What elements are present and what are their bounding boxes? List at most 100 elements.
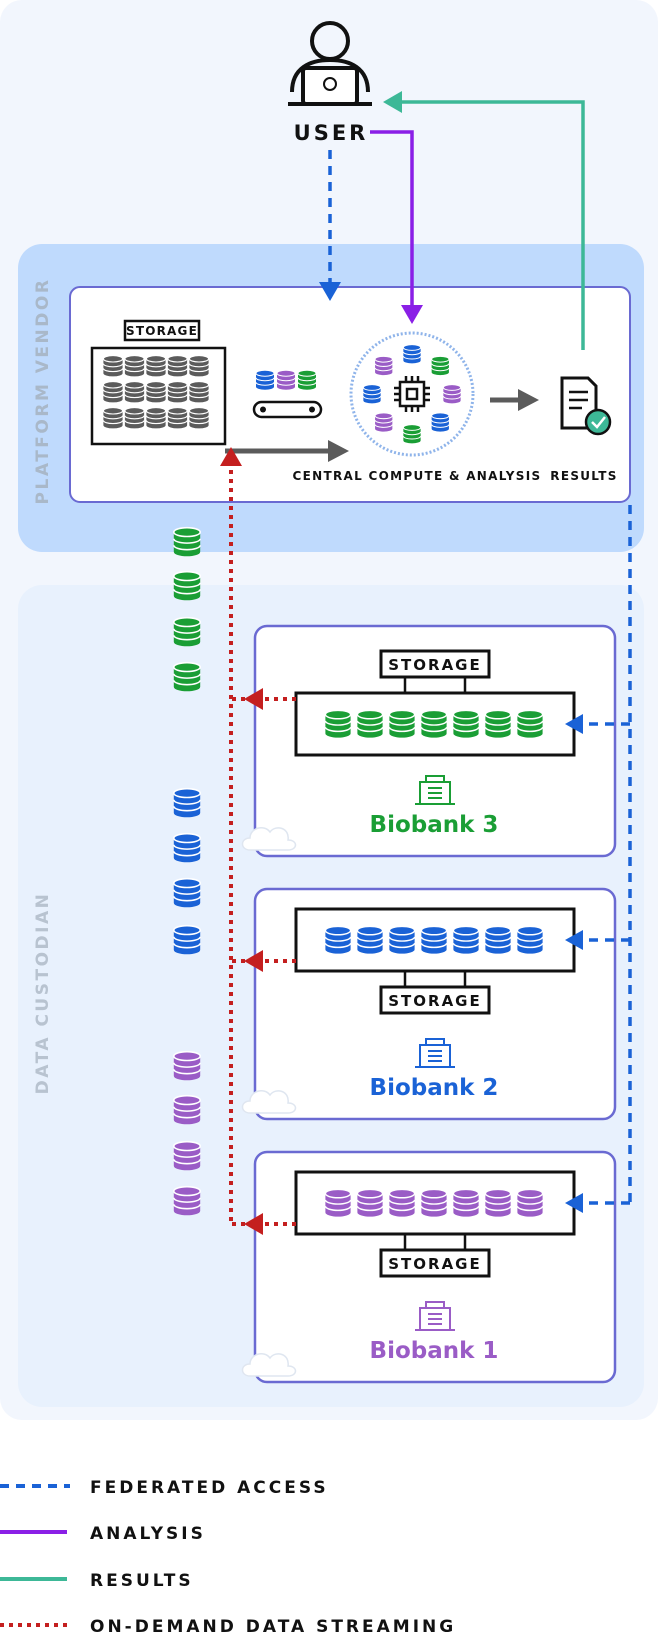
federated-access-arrowhead xyxy=(565,714,583,734)
conveyor-database-icon xyxy=(255,369,275,391)
biobank-database-icon xyxy=(516,1188,544,1218)
biobank-database-icon xyxy=(324,1188,352,1218)
compute-database-icon xyxy=(374,412,393,433)
legend-label-results: RESULTS xyxy=(90,1571,194,1591)
streaming-arrowhead xyxy=(244,1213,263,1235)
legend-label-analysis: ANALYSIS xyxy=(90,1524,206,1544)
streaming-database-icon xyxy=(173,924,201,956)
streaming-database-icon xyxy=(173,661,201,693)
streaming-database-icon xyxy=(173,1050,201,1082)
compute-database-icon xyxy=(431,355,450,376)
cpu-chip-icon xyxy=(394,376,430,412)
platform-storage-database-icon xyxy=(145,407,167,429)
platform-storage-database-icon xyxy=(167,355,188,377)
streaming-database-icon xyxy=(173,832,201,864)
compute-database-icon xyxy=(374,355,393,376)
biobank-database-icon xyxy=(452,709,480,739)
results-document-icon xyxy=(560,376,612,436)
biobank-name: Biobank 3 xyxy=(370,812,499,838)
analysis-line xyxy=(370,130,414,306)
platform-storage-database-icon xyxy=(124,407,145,429)
platform-storage-database-icon xyxy=(145,355,167,377)
biobank-database-icon xyxy=(356,925,384,955)
streaming-database-icon xyxy=(173,616,201,648)
central-compute-circle xyxy=(349,331,475,457)
biobank-storage-label: STORAGE xyxy=(388,992,482,1010)
biobank-database-icon xyxy=(452,1188,480,1218)
platform-storage: STORAGE xyxy=(90,319,227,446)
streaming-database-icon xyxy=(173,526,201,558)
platform-storage-database-icon xyxy=(145,381,167,403)
platform-storage-database-icon xyxy=(188,355,210,377)
user-laptop-icon xyxy=(288,21,372,106)
biobank-database-icon xyxy=(452,925,480,955)
biobank-database-icon xyxy=(420,1188,448,1218)
results-label: RESULTS xyxy=(550,469,617,483)
platform-vendor-label: PLATFORM VENDOR xyxy=(33,278,53,505)
compute-database-icon xyxy=(442,384,462,404)
biobank-card-3: STORAGE Biobank 3 xyxy=(231,624,630,858)
platform-storage-database-icon xyxy=(102,407,124,429)
platform-storage-database-icon xyxy=(188,407,210,429)
platform-storage-database-icon xyxy=(102,355,124,377)
biobank-storage-tag xyxy=(379,1248,491,1278)
conveyor-database-icon xyxy=(297,369,317,391)
biobank-database-icon xyxy=(484,925,512,955)
biobank-name: Biobank 2 xyxy=(370,1075,499,1101)
streaming-arrowhead-platform xyxy=(220,447,242,466)
compute-database-icon xyxy=(362,384,382,404)
biobank-database-icon xyxy=(388,1188,416,1218)
streaming-database-icon xyxy=(173,1185,201,1217)
results-line xyxy=(400,100,585,350)
platform-storage-database-icon xyxy=(124,355,145,377)
conveyor-database-icon xyxy=(276,369,296,391)
data-custodian-label: DATA CUSTODIAN xyxy=(33,892,53,1095)
compute-label: CENTRAL COMPUTE & ANALYSIS xyxy=(293,469,542,483)
streaming-arrowhead xyxy=(244,688,263,710)
platform-storage-database-icon xyxy=(124,381,145,403)
biobank-database-icon xyxy=(356,709,384,739)
biobank-card-1: STORAGE Biobank 1 xyxy=(231,1150,630,1384)
legend-label-streaming: ON-DEMAND DATA STREAMING xyxy=(90,1617,456,1636)
biobank-storage-label: STORAGE xyxy=(388,656,482,674)
compute-database-icon xyxy=(402,424,422,444)
biobank-name: Biobank 1 xyxy=(370,1338,499,1364)
biobank-database-icon xyxy=(388,709,416,739)
user-label: USER xyxy=(294,121,369,145)
platform-storage-database-icon xyxy=(188,381,210,403)
federated-access-arrowhead xyxy=(565,930,583,950)
biobank-database-icon xyxy=(516,925,544,955)
compute-database-icon xyxy=(402,344,422,364)
biobank-database-icon xyxy=(420,925,448,955)
compute-database-icon xyxy=(431,412,450,433)
biobank-database-icon xyxy=(356,1188,384,1218)
platform-storage-database-icon xyxy=(167,381,188,403)
streaming-database-icon xyxy=(173,1094,201,1126)
biobank-database-icon xyxy=(324,709,352,739)
streaming-database-icon xyxy=(173,1140,201,1172)
federated-access-arrowhead xyxy=(319,282,341,301)
streaming-database-icon xyxy=(173,570,201,602)
biobank-storage-label: STORAGE xyxy=(388,1255,482,1273)
biobank-storage-tag xyxy=(379,985,491,1015)
biobank-database-icon xyxy=(420,709,448,739)
platform-card xyxy=(69,286,631,503)
platform-storage-database-icon xyxy=(167,407,188,429)
streaming-database-icon xyxy=(173,787,201,819)
streaming-database-icon xyxy=(173,877,201,909)
results-arrowhead xyxy=(383,91,402,113)
biobank-database-icon xyxy=(484,1188,512,1218)
biobank-database-icon xyxy=(484,709,512,739)
biobank-card-2: STORAGE Biobank 2 xyxy=(231,887,630,1121)
biobank-storage-tag xyxy=(379,649,491,679)
biobank-database-icon xyxy=(388,925,416,955)
legend: FEDERATED ACCESS ANALYSIS RESULTS ON-DEM… xyxy=(0,1478,456,1636)
legend-label-federated: FEDERATED ACCESS xyxy=(90,1478,329,1498)
biobank-database-icon xyxy=(516,709,544,739)
federated-access-arrowhead xyxy=(565,1193,583,1213)
platform-storage-database-icon xyxy=(102,381,124,403)
platform-storage-label: STORAGE xyxy=(126,324,198,338)
conveyor-icon xyxy=(252,369,323,419)
streaming-arrowhead xyxy=(244,950,263,972)
